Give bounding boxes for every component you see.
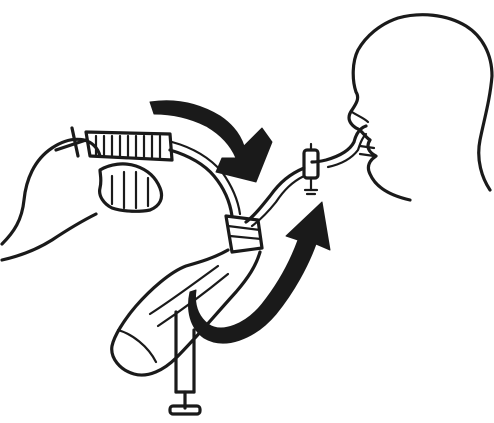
mouth-tube [312,126,366,167]
syringe-tube [170,142,240,216]
bottle-icon [112,216,262,375]
person-head-icon [349,15,492,200]
syringe-icon [56,128,172,160]
flow-arrow-icon [150,101,272,182]
valve-connector-icon [304,144,318,194]
